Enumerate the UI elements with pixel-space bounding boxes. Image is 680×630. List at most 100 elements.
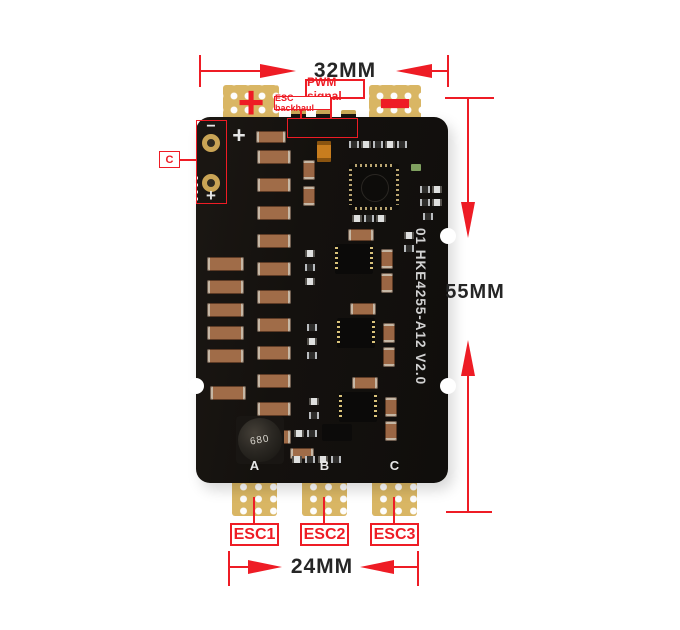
esc1-connector-line (253, 497, 255, 524)
silk-model-text: 01 HKE4255-A12 V2.0 (413, 228, 428, 386)
phase-label-c: C (389, 458, 400, 473)
silk-minus: − (206, 118, 216, 135)
backhaul-connector-line (300, 110, 302, 118)
smd-component (305, 278, 315, 285)
smd-component (348, 229, 374, 241)
smd-component (207, 326, 244, 340)
dim-right-label: 55MM (445, 281, 505, 303)
smd-component (404, 232, 414, 239)
dim-top-right-tick (447, 55, 449, 87)
dim-top-left-shaft (200, 70, 262, 72)
dim-bottom-right-tick (417, 551, 419, 586)
small-ic (322, 424, 352, 441)
smd-component (257, 402, 291, 416)
dim-right-arrow-up-icon (461, 340, 475, 376)
smd-component (257, 346, 291, 360)
smd-component (257, 262, 291, 276)
smd-component (383, 323, 395, 343)
dim-right-bottom-tick (446, 511, 492, 513)
smd-component (397, 141, 407, 148)
esc1-text: ESC1 (233, 525, 276, 543)
smd-component (303, 186, 315, 206)
capacitor-callout-text: C (165, 153, 174, 166)
smd-component (307, 338, 317, 345)
esc3-connector-line (393, 497, 395, 524)
smd-component (294, 430, 304, 437)
esc-backhaul-label: ESC backhaul (274, 93, 331, 113)
mcu-chip (349, 164, 399, 210)
phase-label-b: B (319, 458, 330, 473)
smd-component (432, 199, 442, 206)
capacitor-connector-line (180, 159, 197, 161)
smd-component (349, 141, 359, 148)
smd-component (385, 141, 395, 148)
cap-hole-bottom (202, 174, 220, 192)
dim-bottom-arrow-right-icon (248, 560, 282, 574)
smd-component (305, 250, 315, 257)
inductor-marking: 680 (249, 432, 271, 448)
smd-component (292, 456, 302, 463)
silk-cap-plus: + (206, 186, 216, 205)
smd-component (318, 456, 328, 463)
dim-bottom-right-shaft (392, 566, 418, 568)
smd-component (257, 150, 291, 164)
smd-component (210, 386, 246, 400)
smd-component (207, 349, 244, 363)
silk-batt-plus: + (232, 122, 246, 148)
smd-component (207, 257, 244, 271)
dim-right-bottom-shaft (467, 374, 469, 512)
smd-component (305, 264, 315, 271)
smd-component (352, 377, 378, 389)
smd-component (385, 421, 397, 441)
esc1-label: ESC1 (230, 523, 279, 546)
driver-chip-2 (337, 318, 375, 348)
smd-component (303, 160, 315, 180)
smd-component (423, 213, 433, 220)
smd-component (307, 352, 317, 359)
smd-component (309, 412, 319, 419)
smd-component (404, 245, 414, 252)
smd-component (420, 186, 430, 193)
cap-hole-top (202, 134, 220, 152)
esc-backhaul-text: ESC backhaul (275, 93, 315, 113)
smd-component (207, 303, 244, 317)
smd-component (361, 141, 371, 148)
smd-component (381, 273, 393, 293)
smd-component (420, 199, 430, 206)
dim-bottom-arrow-left-icon (360, 560, 394, 574)
capacitor-region-rect (196, 120, 227, 204)
smd-component (257, 234, 291, 248)
driver-chip-1 (335, 244, 373, 274)
smd-component (331, 456, 341, 463)
dim-bottom-left-tick (228, 551, 230, 586)
dim-right-arrow-down-icon (461, 202, 475, 238)
inductor: 680 (238, 418, 282, 462)
dim-bottom-left-shaft (229, 566, 251, 568)
esc3-label: ESC3 (370, 523, 419, 546)
dim-top-right-shaft (430, 70, 448, 72)
smd-component (381, 249, 393, 269)
smd-component (257, 178, 291, 192)
smd-component (307, 430, 317, 437)
dim-bottom-label: 24MM (290, 555, 354, 578)
dim-right-top-shaft (467, 98, 469, 204)
smd-component (383, 347, 395, 367)
signal-tabs-bracket (287, 118, 358, 138)
esc3-text: ESC3 (373, 525, 416, 543)
esc2-text: ESC2 (303, 525, 346, 543)
smd-component (256, 131, 286, 143)
esc2-connector-line (323, 497, 325, 524)
edge-notch (440, 228, 456, 244)
smd-component (350, 303, 376, 315)
smd-component (385, 397, 397, 417)
dim-top-arrow-right-icon (260, 64, 296, 78)
edge-notch (440, 378, 456, 394)
dim-top-label: 32MM (313, 59, 377, 82)
smd-component (257, 318, 291, 332)
tantalum-capacitor (317, 141, 331, 162)
smd-component (373, 141, 383, 148)
smd-component (207, 280, 244, 294)
dim-right-top-tick (445, 97, 494, 99)
status-led (411, 164, 421, 171)
